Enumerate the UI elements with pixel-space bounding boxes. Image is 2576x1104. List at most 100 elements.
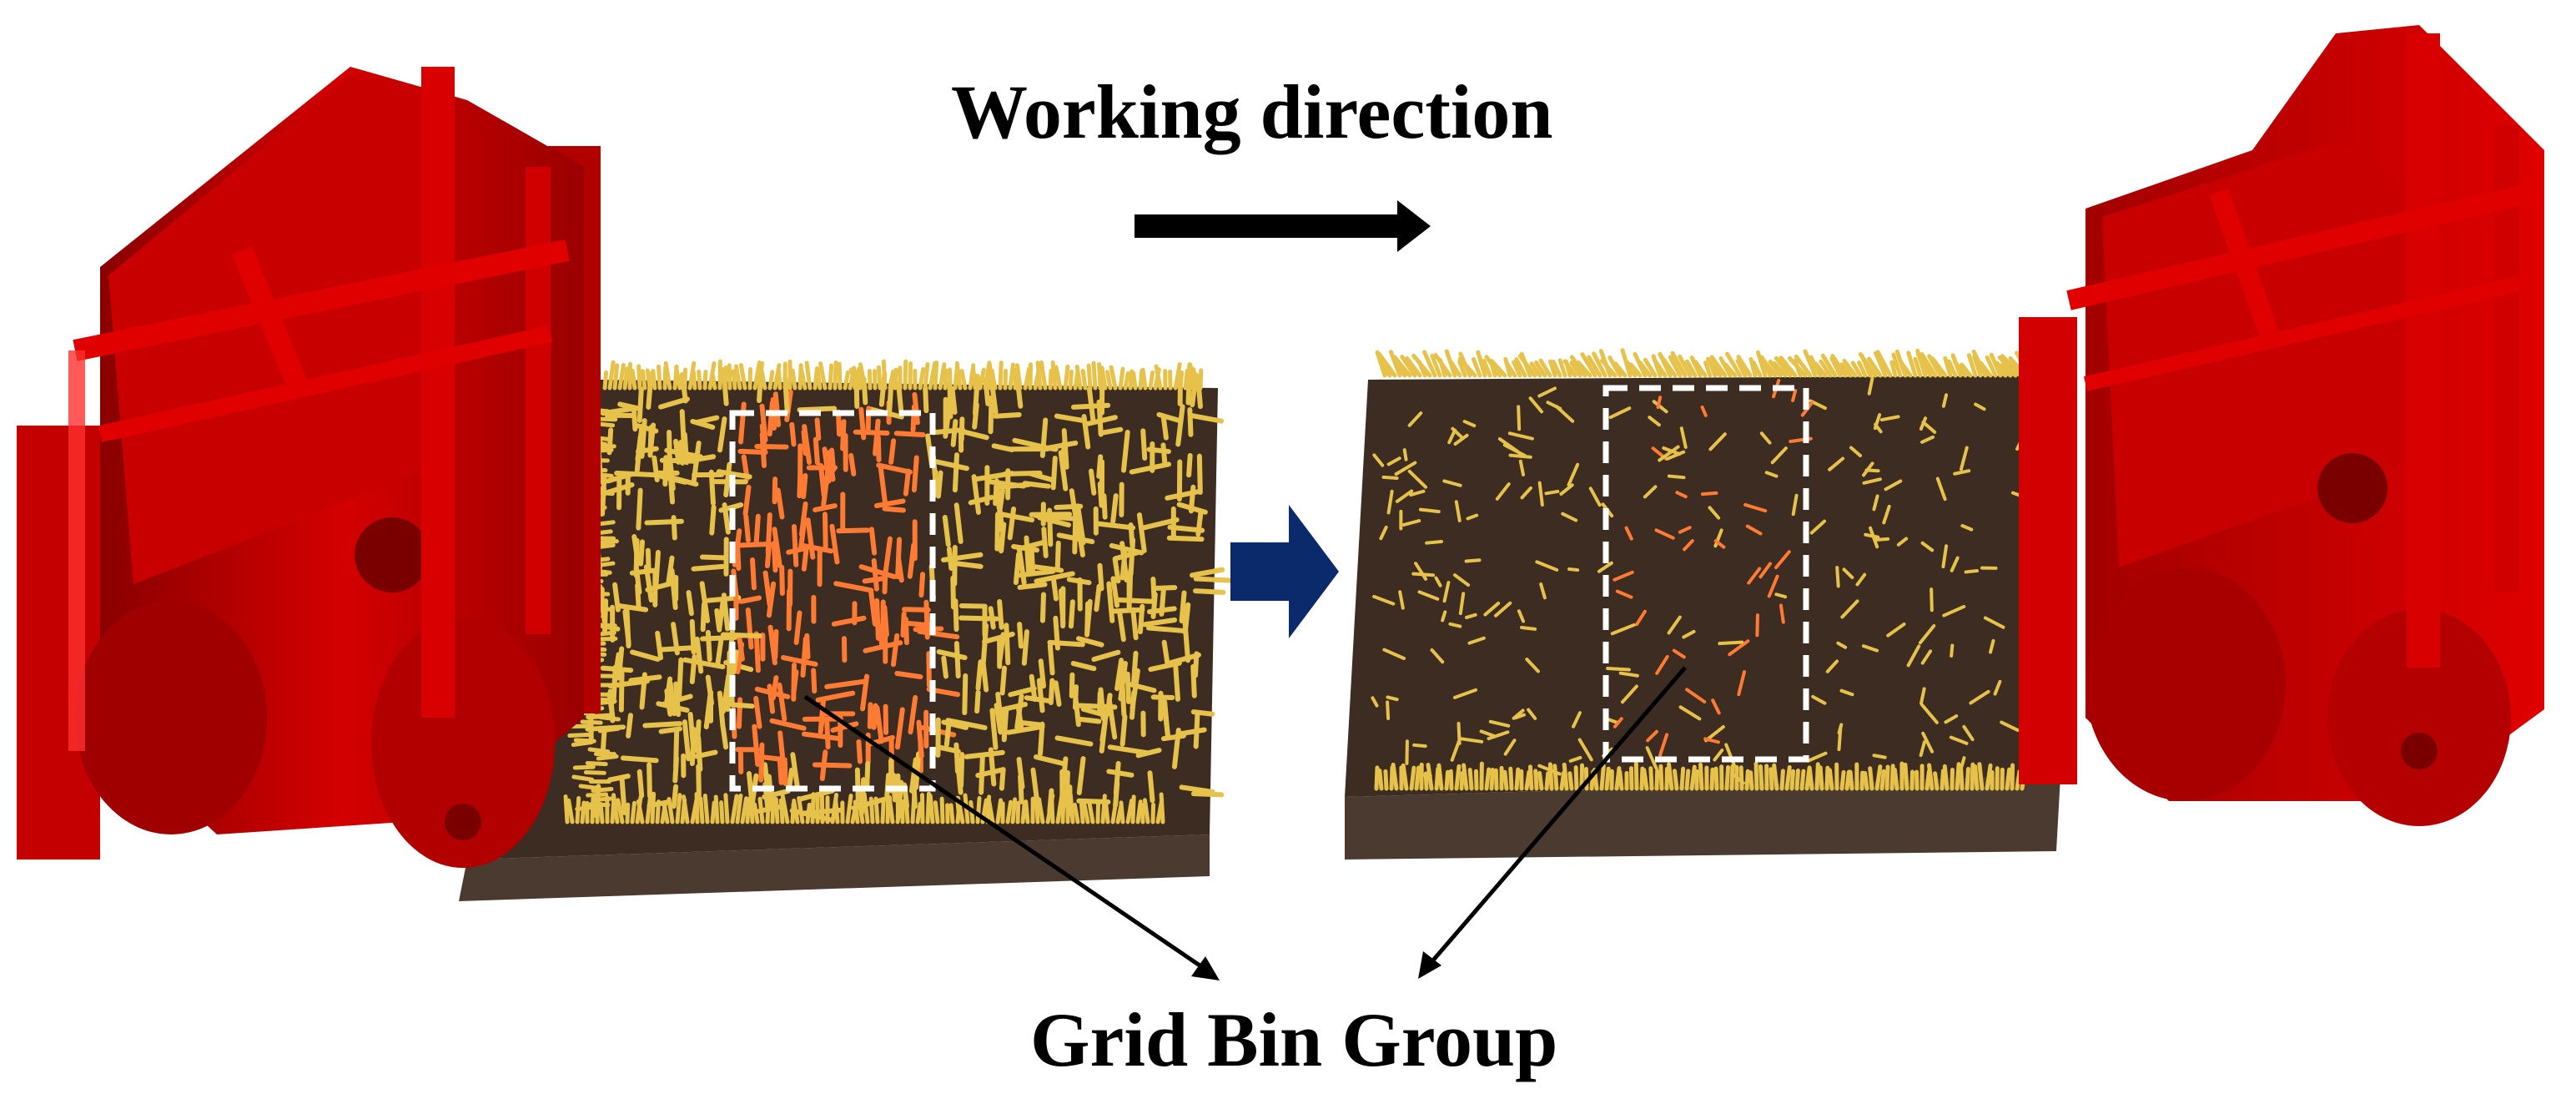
straw-piece — [913, 406, 914, 430]
straw-piece — [1099, 402, 1101, 435]
straw-piece — [1113, 610, 1143, 612]
straw-piece — [716, 797, 717, 822]
straw-piece — [1049, 643, 1082, 644]
straw-piece — [914, 457, 917, 490]
straw-piece — [1113, 496, 1116, 522]
straw-piece — [872, 529, 874, 552]
straw-piece — [895, 370, 896, 388]
straw-piece — [1120, 369, 1123, 388]
straw-piece — [598, 756, 616, 759]
straw-piece — [1405, 450, 1406, 459]
straw-piece — [935, 803, 938, 822]
straw-piece — [922, 795, 923, 822]
straw-piece — [1038, 363, 1040, 388]
straw-piece — [741, 404, 744, 441]
straw-piece — [818, 369, 820, 388]
straw-piece — [632, 571, 655, 573]
straw-piece — [1787, 768, 1789, 789]
straw-piece — [1975, 767, 1977, 789]
straw-piece — [1079, 719, 1099, 722]
straw-piece — [1980, 764, 1982, 789]
straw-piece — [1774, 765, 1777, 789]
straw-piece — [723, 728, 726, 748]
straw-piece — [748, 610, 752, 648]
straw-piece — [830, 365, 832, 388]
straw-piece — [865, 578, 884, 581]
straw-piece — [615, 365, 617, 388]
straw-piece — [1756, 764, 1757, 789]
straw-piece — [725, 367, 726, 388]
straw-piece — [1751, 773, 1752, 789]
straw-piece — [874, 706, 876, 728]
straw-piece — [1195, 591, 1223, 592]
straw-piece — [1079, 706, 1114, 708]
straw-piece — [1421, 510, 1439, 512]
straw-piece — [755, 804, 757, 822]
straw-piece — [977, 693, 978, 711]
straw-piece — [703, 604, 704, 629]
straw-piece — [750, 369, 751, 388]
straw-piece — [1607, 668, 1629, 669]
straw-piece — [1741, 768, 1742, 789]
straw-piece — [1842, 772, 1844, 789]
straw-piece — [1564, 764, 1567, 789]
straw-piece — [1041, 362, 1045, 388]
straw-piece — [1054, 458, 1055, 487]
straw-piece — [586, 773, 604, 774]
straw-piece — [1125, 373, 1128, 388]
straw-piece — [588, 794, 606, 795]
straw-piece — [623, 758, 657, 760]
straw-piece — [1030, 365, 1031, 388]
straw-piece — [920, 369, 923, 388]
straw-piece — [657, 552, 658, 583]
pointer-head-left — [1191, 956, 1220, 980]
straw-piece — [1967, 769, 1968, 789]
straw-piece — [1185, 605, 1188, 633]
straw-piece — [1165, 702, 1168, 737]
straw-piece — [874, 561, 877, 589]
straw-piece — [867, 764, 868, 788]
straw-piece — [1040, 724, 1042, 754]
straw-piece — [807, 636, 808, 658]
straw-piece — [691, 714, 693, 746]
straw-piece — [877, 601, 878, 638]
straw-piece — [599, 542, 617, 543]
straw-piece — [1070, 795, 1073, 822]
straw-piece — [821, 466, 824, 496]
straw-piece — [808, 804, 809, 822]
straw-piece — [1905, 764, 1907, 789]
straw-piece — [756, 517, 757, 545]
straw-piece — [632, 371, 635, 388]
straw-piece — [1170, 538, 1202, 539]
right-hub-small — [2401, 733, 2438, 769]
straw-piece — [952, 563, 981, 567]
straw-piece — [1451, 771, 1452, 789]
straw-piece — [942, 799, 943, 822]
straw-piece — [1117, 600, 1154, 602]
straw-piece — [1586, 769, 1587, 789]
straw-piece — [699, 371, 700, 388]
straw-piece — [1376, 768, 1377, 789]
straw-piece — [1128, 674, 1129, 702]
straw-piece — [1870, 769, 1872, 789]
straw-piece — [943, 658, 946, 677]
straw-piece — [1056, 683, 1059, 704]
straw-piece — [574, 777, 592, 779]
straw-piece — [780, 733, 782, 757]
straw-piece — [676, 441, 678, 462]
straw-piece — [1123, 717, 1125, 744]
straw-piece — [1416, 768, 1419, 789]
straw-piece — [1546, 492, 1557, 493]
straw-piece — [1049, 511, 1050, 545]
straw-piece — [1182, 592, 1185, 621]
straw-piece — [1165, 643, 1168, 663]
straw-piece — [1066, 773, 1068, 805]
straw-piece — [712, 803, 714, 822]
straw-piece — [1087, 603, 1088, 632]
straw-piece — [1467, 560, 1480, 561]
straw-piece — [1518, 406, 1519, 429]
straw-piece — [904, 609, 928, 610]
straw-piece — [1065, 366, 1068, 388]
straw-piece — [767, 802, 768, 822]
straw-piece — [1817, 764, 1818, 789]
